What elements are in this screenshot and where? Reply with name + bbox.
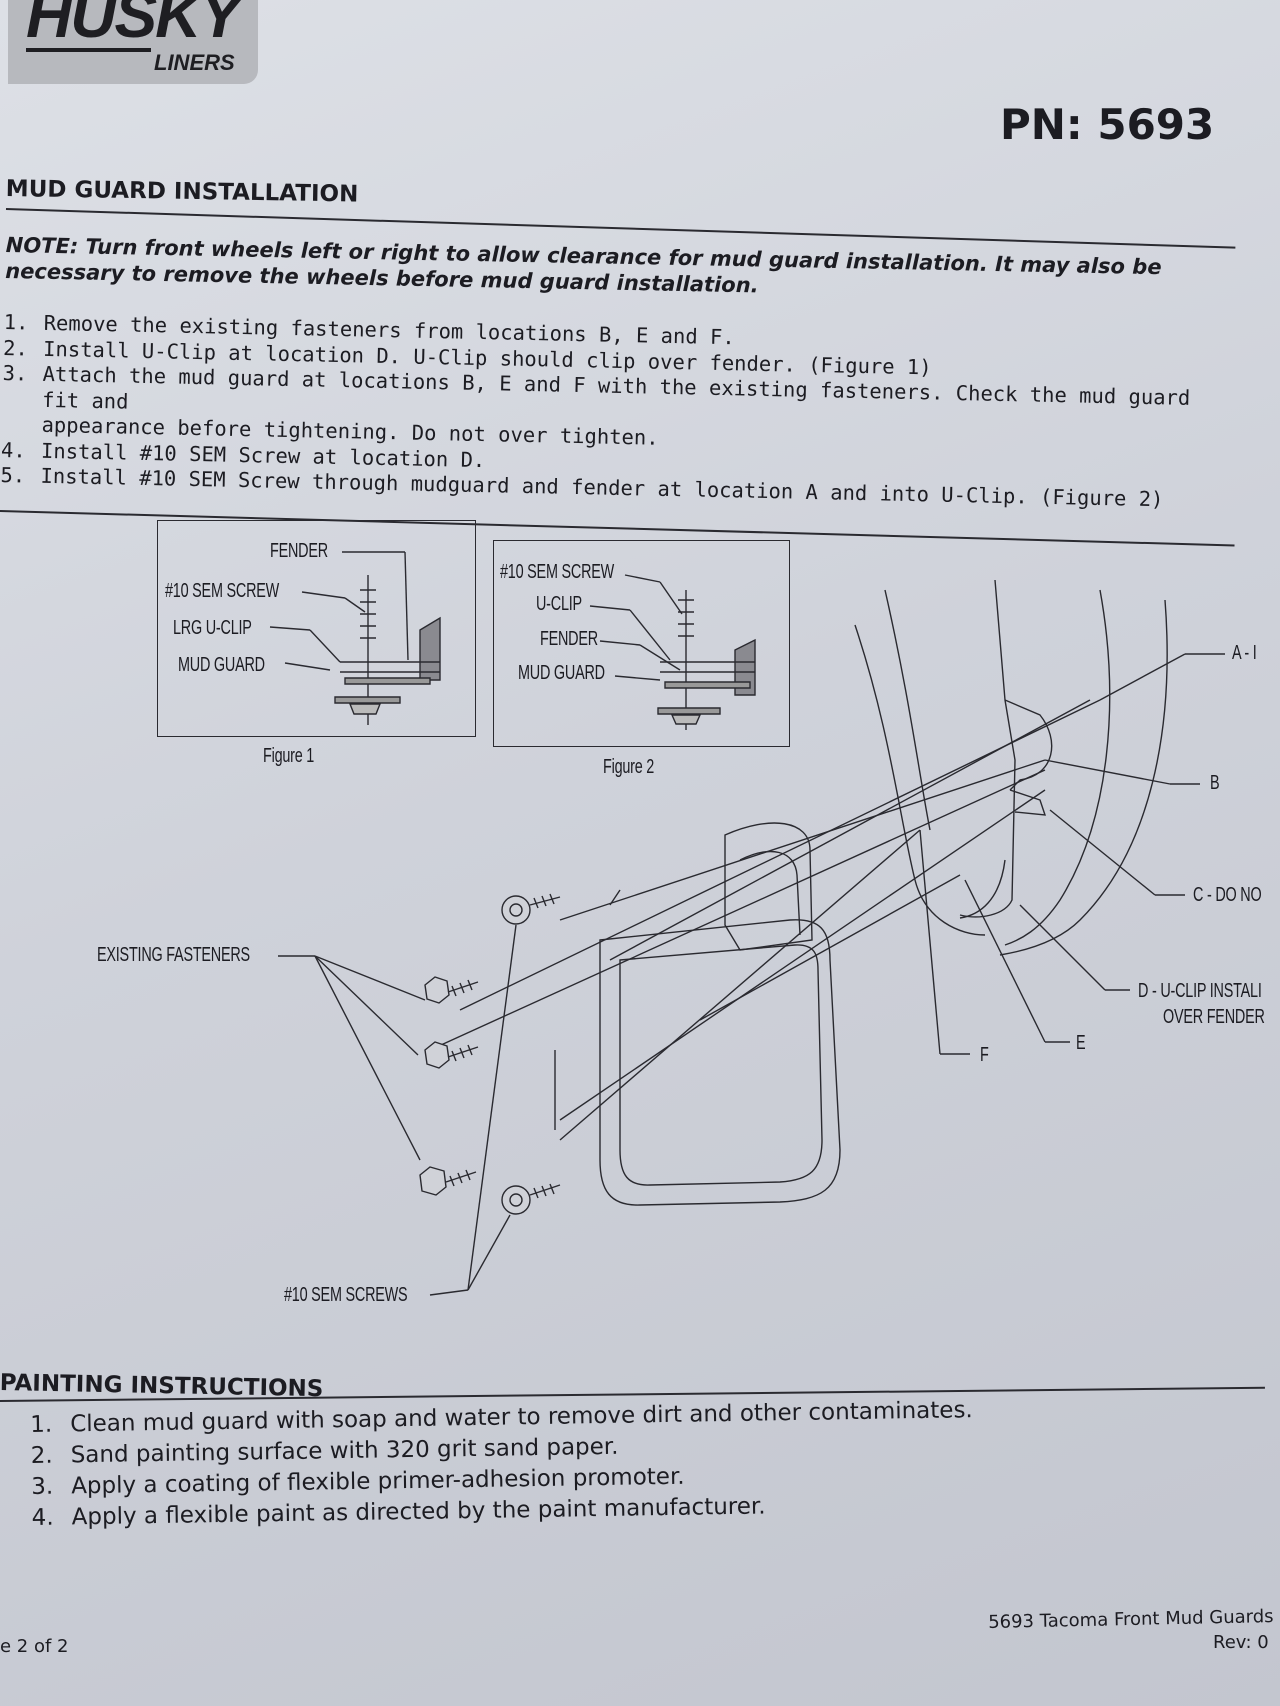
fig2-label-sem-screw: #10 SEM SCREW — [500, 561, 615, 583]
leader-lines — [278, 653, 1225, 1296]
logo-underline — [26, 48, 151, 52]
figure-1-box — [157, 520, 476, 737]
location-f-label: F — [980, 1044, 989, 1066]
location-d-label-2: OVER FENDER — [1163, 1006, 1265, 1028]
location-e-label: E — [1076, 1032, 1086, 1054]
figure-2-drawing — [589, 574, 756, 730]
fig2-label-fender: FENDER — [540, 628, 598, 650]
husky-liners-logo: HUSKY LINERS — [8, 0, 258, 84]
fig1-label-fender: FENDER — [270, 540, 328, 562]
location-d-label: D - U-CLIP INSTALI — [1138, 980, 1262, 1002]
sem-screws-label: #10 SEM SCREWS — [284, 1284, 408, 1306]
page-number: e 2 of 2 — [0, 1636, 69, 1657]
sem-screw-1 — [501, 893, 561, 925]
alignment-lines — [429, 699, 1101, 1141]
painting-step-number: 3. — [31, 1473, 54, 1500]
fender-outline — [854, 579, 1168, 956]
logo-sub-text: LINERS — [154, 50, 235, 75]
location-b-label: B — [1210, 772, 1220, 794]
figure-1-drawing — [269, 551, 441, 725]
painting-step-number: 4. — [31, 1504, 54, 1531]
part-number: PN: 5693 — [1000, 100, 1215, 149]
fig1-label-mud-guard: MUD GUARD — [178, 654, 265, 676]
figure-2-caption: Figure 2 — [603, 756, 655, 778]
painting-step-number: 2. — [30, 1442, 53, 1469]
sem-screw-2 — [501, 1183, 561, 1215]
figure-1-caption: Figure 1 — [263, 745, 315, 767]
fig1-label-sem-screw: #10 SEM SCREW — [165, 580, 280, 602]
fig2-label-mud-guard: MUD GUARD — [518, 662, 605, 684]
existing-fastener-1 — [424, 976, 479, 1004]
painting-step-number: 1. — [30, 1411, 53, 1438]
fig1-label-lrg-u-clip: LRG U-CLIP — [173, 617, 252, 639]
painting-steps: 1.Clean mud guard with soap and water to… — [30, 1394, 1032, 1534]
revision: Rev: 0 — [1213, 1632, 1269, 1653]
figure-2-box — [493, 540, 790, 747]
logo-main-text: HUSKY — [26, 0, 242, 51]
fig2-label-u-clip: U-CLIP — [536, 593, 582, 615]
existing-fasteners-label: EXISTING FASTENERS — [97, 944, 250, 966]
existing-fastener-2 — [424, 1041, 479, 1069]
mud-guard-shape — [599, 822, 841, 1206]
location-a-label: A - I — [1232, 642, 1257, 664]
existing-fastener-3 — [419, 1166, 477, 1196]
location-c-label: C - DO NO — [1193, 884, 1262, 906]
